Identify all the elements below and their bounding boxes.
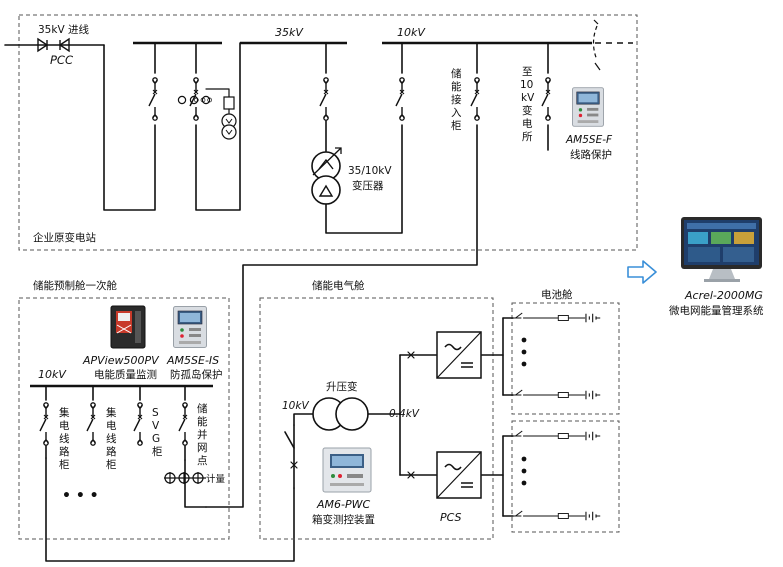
electrical-cabin-label: 储能电气舱 [312,279,365,292]
pcs-1-icon [436,331,482,379]
to-substation-breaker-icon [541,77,551,121]
transformer-ratio-label: 35/10kV [348,165,392,177]
am6-pwc-device [322,447,372,493]
pcs-label: PCS [440,511,462,524]
step-up-transformer-icon [312,397,369,431]
battery-more-dots-1 [521,337,527,367]
box-ctrl-label: 箱变测控装置 [312,513,375,526]
apview-label: APView500PV [82,354,160,367]
battery-string-2-icon [513,389,601,400]
incoming-breaker-icon [148,77,158,121]
feeder-2-label: 集电线路柜 [106,406,117,471]
storage-access-breaker-icon [470,77,480,121]
more-feeders-dots: • • • [62,488,99,504]
battery-cabin-1-boundary [511,302,620,415]
am5se-is-device [173,306,207,348]
battery-string-4-icon [513,510,601,521]
pcs-2-icon [436,451,482,499]
acrel-monitor [681,217,762,282]
substation-label: 企业原变电站 [33,231,96,244]
acrel-label: Acrel-2000MG [684,289,763,302]
svg-breaker-icon [133,402,143,446]
incoming-label: 35kV 进线 [38,23,89,36]
prefab-bus-label: 10kV [38,368,67,381]
grid-point-breaker-icon [178,402,188,446]
grid-point-feed [184,459,207,508]
elec-04kv-label: 0.4kV [389,408,420,420]
pq-monitor-label: 电能质量监测 [94,368,157,381]
metering-label: 计量 [206,473,226,485]
battery-string-1-icon [513,312,601,323]
transformer-35-10-icon [311,147,342,205]
transformer-name-label: 变压器 [352,179,384,192]
storage-access-label: 储能接入柜 [451,67,462,132]
am6-pwc-label: AM6-PWC [316,498,370,511]
battery-cabin-label: 电池舱 [541,288,573,301]
metering-ct-icon [164,472,206,484]
pcs-2-breaker-icon [407,471,415,479]
storage-access-line [205,124,478,508]
feeder-2-breaker-icon [86,402,96,446]
feeder-1-label: 集电线路柜 [59,406,70,471]
fuse-icon [223,96,235,110]
substation-boundary [18,14,638,251]
am5se-is-label: AM5SE-IS [166,354,219,367]
battery-more-dots-2 [521,456,527,486]
bus-35kv-label: 35kV [275,26,304,39]
prefab-cabin-label: 储能预制舱一次舱 [33,279,117,292]
prefab-cabin-boundary [18,297,230,540]
arrow-right-icon [627,260,657,284]
transformer-breaker-icon [319,77,329,121]
electrical-cabin-boundary [259,297,494,540]
voltage-transformer-icon [221,113,237,140]
feeder-return-line [45,457,295,562]
battery-string-3-icon [513,430,601,441]
mg-system-label: 微电网能量管理系统 [669,304,764,317]
apview-device [110,305,146,349]
elec-10kv-label: 10kV [282,400,309,412]
battery-cabin-2-boundary [511,420,620,533]
pcs-1-breaker-icon [407,351,415,359]
transformer-secondary-line [325,124,403,234]
pcc-point [37,37,70,53]
am5se-f-device [572,87,604,127]
incoming-feed [103,44,156,211]
grid-point-label: 储能并网点 [197,402,208,467]
bus-extension [592,19,633,71]
elec-10kv-switch-icon [284,431,295,449]
feeder-1-breaker-icon [39,402,49,446]
anti-island-label: 防孤岛保护 [170,368,223,381]
line-protect-label: 线路保护 [570,148,612,161]
bus-10kv-label: 10kV [397,26,426,39]
bus-tie-line [195,42,241,211]
am5se-f-label: AM5SE-F [565,134,613,146]
10kv-incomer-breaker-icon [395,77,405,121]
step-up-label: 升压变 [326,380,358,393]
pcc-label: PCC [50,53,73,67]
